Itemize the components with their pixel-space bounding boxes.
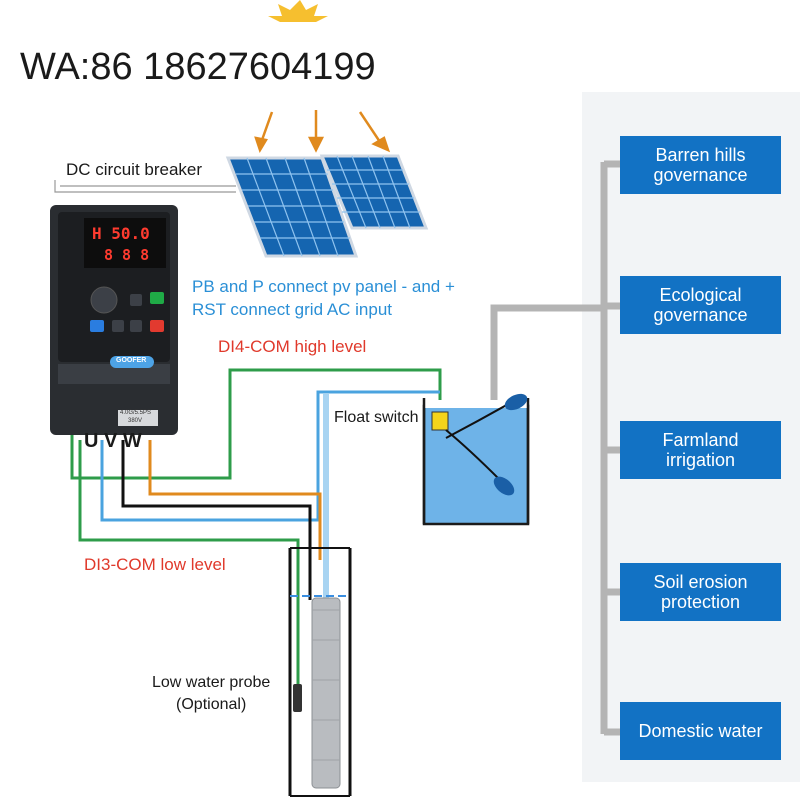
inverter-right-button [130, 320, 142, 332]
wire-di4-green [70, 368, 442, 480]
app-box-label: Soil erosion protection [653, 572, 748, 612]
app-box-label: Ecological governance [653, 285, 748, 325]
app-box-barren-hills: Barren hills governance [620, 136, 781, 194]
float-lower [493, 476, 515, 496]
app-box-farmland: Farmland irrigation [620, 421, 781, 479]
app-box-label: Domestic water [638, 721, 763, 741]
inverter-up-button [130, 294, 142, 306]
app-box-label: Farmland irrigation [662, 430, 739, 470]
app-box-domestic-water: Domestic water [620, 702, 781, 760]
sun-icon [268, 0, 328, 22]
sun-ray-arrows [254, 110, 391, 153]
low-water-probe-label: Low water probe (Optional) [152, 674, 271, 713]
wire-black [121, 440, 312, 600]
app-box-soil-erosion: Soil erosion protection [620, 563, 781, 621]
breaker-label: DC circuit breaker [66, 160, 203, 179]
inverter-stop-button [150, 320, 164, 332]
inverter-knob [90, 286, 118, 314]
uvw-terminal-label: U V W [84, 430, 142, 452]
float-upper [504, 393, 528, 411]
pipe-gray [490, 304, 604, 410]
app-box-ecological: Ecological governance [620, 276, 781, 334]
pv-connect-label: PB and P connect pv panel - and + [192, 277, 455, 296]
inverter [50, 205, 178, 435]
breaker-leader [54, 180, 236, 193]
contact-number: WA:86 18627604199 [20, 46, 376, 88]
float-switch-box [431, 411, 449, 431]
well [288, 547, 352, 797]
inverter-brand-logo: GOOFER [116, 357, 147, 364]
grid-connect-label: RST connect grid AC input [192, 300, 393, 319]
solar-panel-left [225, 156, 359, 258]
inverter-nameplate-voltage: 380V [128, 418, 143, 424]
inverter-nameplate: 4.0G/5.5PS [120, 410, 152, 416]
di4-label: DI4-COM high level [218, 337, 367, 356]
inverter-display-top: H 50.0 [92, 224, 150, 243]
di3-label: DI3-COM low level [84, 555, 226, 574]
inverter-display-bottom: 8 8 8 [104, 246, 150, 264]
inverter-left-button [112, 320, 124, 332]
wire-blue-float [100, 390, 440, 522]
water-tank [422, 393, 530, 526]
submersible-pump [311, 597, 341, 789]
low-water-probe [293, 684, 302, 712]
wires [70, 160, 620, 736]
app-box-label: Barren hills governance [653, 145, 748, 185]
float-switch-label: Float switch [334, 409, 419, 426]
wire-di3-green [78, 440, 300, 690]
solar-panel-right [319, 154, 429, 230]
inverter-prg-button [90, 320, 104, 332]
inverter-run-button [150, 292, 164, 304]
wire-orange [148, 440, 322, 560]
